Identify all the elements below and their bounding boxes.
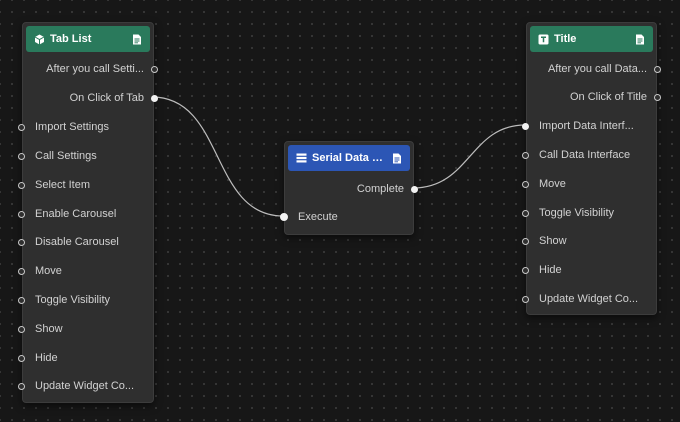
output-port-complete[interactable]: Complete — [293, 180, 418, 198]
port-label: On Click of Tab — [69, 92, 144, 104]
text-t-icon — [538, 34, 549, 45]
port-label: Execute — [298, 211, 338, 223]
node-title: Serial Data Pr... — [312, 152, 388, 164]
port-label: Disable Carousel — [35, 236, 119, 248]
port-dot[interactable] — [522, 122, 529, 130]
input-port-move[interactable]: Move — [18, 262, 151, 280]
port-label: Call Data Interface — [539, 149, 631, 161]
port-label: Hide — [539, 264, 562, 276]
port-dot[interactable] — [18, 123, 25, 131]
input-port-update-widget[interactable]: Update Widget Co... — [18, 377, 151, 395]
port-dot[interactable] — [654, 65, 661, 73]
port-label: Show — [35, 323, 63, 335]
port-dot[interactable] — [522, 295, 529, 303]
input-port-show[interactable]: Show — [522, 232, 654, 250]
port-dot[interactable] — [411, 185, 418, 193]
output-port-on-click-of-title[interactable]: On Click of Title — [536, 88, 661, 106]
port-dot[interactable] — [18, 296, 25, 304]
output-port-on-click-of-tab[interactable]: On Click of Tab — [33, 89, 158, 107]
port-dot[interactable] — [18, 152, 25, 160]
port-dot[interactable] — [151, 65, 158, 73]
node-title-widget[interactable]: Title After you call Data... On Click of… — [522, 22, 661, 315]
document-icon[interactable] — [132, 34, 142, 45]
input-port-update-widget[interactable]: Update Widget Co... — [522, 290, 654, 308]
input-port-call-settings[interactable]: Call Settings — [18, 147, 151, 165]
list-icon — [296, 153, 307, 164]
input-port-select-item[interactable]: Select Item — [18, 176, 151, 194]
port-dot[interactable] — [280, 213, 288, 221]
port-label: On Click of Title — [569, 91, 647, 103]
port-label: Toggle Visibility — [35, 294, 111, 306]
port-dot[interactable] — [654, 93, 661, 101]
input-port-disable-carousel[interactable]: Disable Carousel — [18, 233, 151, 251]
input-port-import-settings[interactable]: Import Settings — [18, 118, 151, 136]
node-tab-list[interactable]: Tab List After you call Setti... On Clic… — [18, 22, 158, 403]
node-serial-data[interactable]: Serial Data Pr... Complete Execute — [280, 141, 418, 235]
node-title: Title — [554, 33, 577, 45]
port-dot[interactable] — [151, 94, 158, 102]
document-icon[interactable] — [635, 34, 645, 45]
port-dot[interactable] — [522, 209, 529, 217]
port-label: Select Item — [35, 179, 91, 191]
port-dot[interactable] — [18, 354, 25, 362]
port-label: Update Widget Co... — [539, 293, 639, 305]
port-label: Import Settings — [35, 121, 109, 133]
input-port-enable-carousel[interactable]: Enable Carousel — [18, 205, 151, 223]
port-label: Show — [539, 235, 567, 247]
port-dot[interactable] — [18, 210, 25, 218]
port-dot[interactable] — [522, 237, 529, 245]
input-port-import-data-interface[interactable]: Import Data Interf... — [522, 117, 654, 135]
port-dot[interactable] — [522, 266, 529, 274]
port-label: Move — [35, 265, 62, 277]
port-label: Toggle Visibility — [539, 207, 615, 219]
input-port-show[interactable]: Show — [18, 320, 151, 338]
node-title: Tab List — [50, 33, 92, 45]
port-label: Complete — [356, 183, 404, 195]
port-dot[interactable] — [18, 181, 25, 189]
wire-tab-click-to-execute[interactable] — [151, 96, 284, 217]
port-dot[interactable] — [18, 267, 25, 275]
port-label: After you call Data... — [547, 63, 647, 75]
port-dot[interactable] — [18, 325, 25, 333]
port-label: Hide — [35, 352, 58, 364]
port-label: Import Data Interf... — [539, 120, 634, 132]
input-port-hide[interactable]: Hide — [522, 261, 654, 279]
port-dot[interactable] — [18, 238, 25, 246]
port-label: Update Widget Co... — [35, 380, 135, 392]
input-port-execute[interactable]: Execute — [280, 208, 405, 226]
port-label: After you call Setti... — [46, 63, 144, 75]
node-serial-data-header[interactable]: Serial Data Pr... — [288, 145, 410, 171]
port-label: Call Settings — [35, 150, 97, 162]
node-tab-list-header[interactable]: Tab List — [26, 26, 150, 52]
port-label: Move — [539, 178, 566, 190]
output-port-after-call-data[interactable]: After you call Data... — [536, 60, 661, 78]
document-icon[interactable] — [392, 153, 402, 164]
node-title-widget-header[interactable]: Title — [530, 26, 653, 52]
input-port-move[interactable]: Move — [522, 175, 654, 193]
input-port-hide[interactable]: Hide — [18, 349, 151, 367]
port-label: Enable Carousel — [35, 208, 117, 220]
input-port-toggle-visibility[interactable]: Toggle Visibility — [522, 204, 654, 222]
wire-complete-to-import[interactable] — [412, 124, 526, 189]
input-port-call-data-interface[interactable]: Call Data Interface — [522, 146, 654, 164]
port-dot[interactable] — [522, 180, 529, 188]
cube-icon — [34, 34, 45, 45]
port-dot[interactable] — [522, 151, 529, 159]
output-port-after-call-settings[interactable]: After you call Setti... — [33, 60, 158, 78]
port-dot[interactable] — [18, 382, 25, 390]
input-port-toggle-visibility[interactable]: Toggle Visibility — [18, 291, 151, 309]
